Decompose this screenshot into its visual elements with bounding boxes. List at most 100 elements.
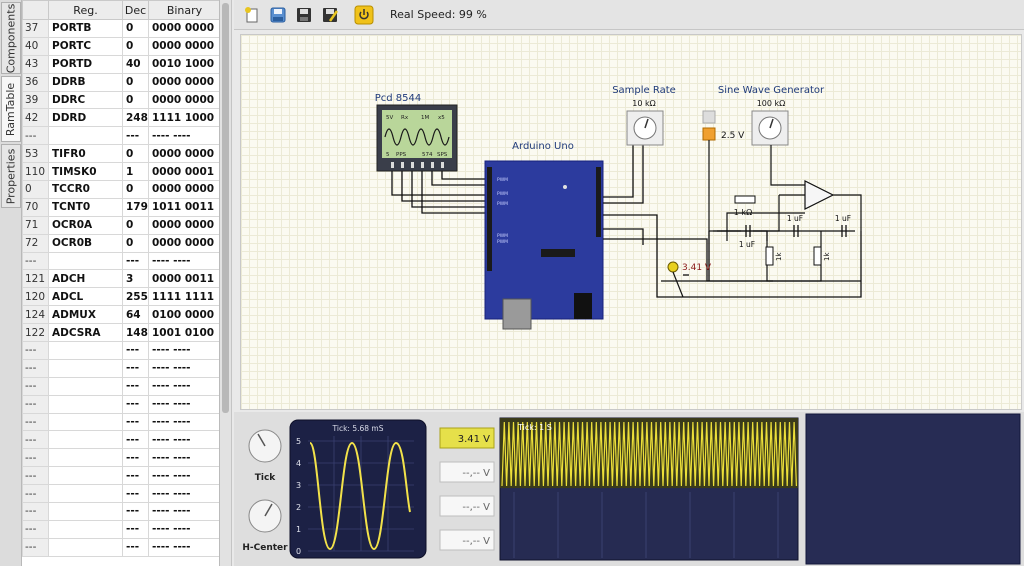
h-center-knob[interactable] bbox=[248, 499, 282, 533]
probe-reading-4-box[interactable] bbox=[439, 529, 495, 551]
probe-reading-1: 3.41 V bbox=[458, 434, 490, 445]
resistor-vertical-1[interactable] bbox=[765, 246, 774, 266]
ram-cell-dec: 0 bbox=[122, 215, 149, 235]
ram-cell-reg: DDRC bbox=[48, 90, 123, 110]
circuit-canvas[interactable]: Pcd 8544 5V Rx 1M x5 5 PPS 574 SPS Ardui… bbox=[240, 34, 1022, 410]
ram-cell-dec: --- bbox=[122, 537, 149, 557]
new-file-icon bbox=[245, 6, 258, 22]
ram-cell-dec: 248 bbox=[122, 108, 149, 128]
real-speed-label: Real Speed: 99 % bbox=[390, 8, 487, 21]
ram-table-row[interactable]: ---------- ---- bbox=[22, 466, 219, 486]
power-button[interactable] bbox=[354, 5, 374, 25]
ram-table-row[interactable]: ---------- ---- bbox=[22, 412, 219, 432]
lcd-bottom-0: 5 bbox=[386, 152, 390, 158]
ram-cell-address: 72 bbox=[22, 233, 49, 253]
ram-cell-dec: 255 bbox=[122, 287, 149, 307]
y-tick-3: 3 bbox=[296, 481, 301, 490]
ram-cell-binary: 0000 0000 bbox=[148, 19, 219, 38]
ram-table-row[interactable]: ---------- ---- bbox=[22, 537, 219, 557]
ram-table-row[interactable]: ---------- ---- bbox=[22, 394, 219, 414]
lcd-pcd8544[interactable]: 5V Rx 1M x5 5 PPS 574 SPS bbox=[376, 104, 458, 172]
ram-cell-dec: 179 bbox=[122, 197, 149, 217]
ram-cell-reg: ADCL bbox=[48, 287, 123, 307]
tab-components[interactable]: Components bbox=[1, 2, 21, 74]
col-header-address[interactable] bbox=[22, 0, 49, 20]
ram-cell-address: --- bbox=[22, 519, 49, 539]
save-as-button[interactable] bbox=[320, 5, 340, 25]
col-header-reg[interactable]: Reg. bbox=[48, 0, 123, 20]
probe-reading-3-box[interactable] bbox=[439, 495, 495, 517]
ram-cell-binary: ---- ---- bbox=[148, 430, 219, 450]
col-header-dec[interactable]: Dec bbox=[122, 0, 149, 20]
ram-table-row[interactable]: ---------- ---- bbox=[22, 251, 219, 271]
ram-cell-reg: DDRD bbox=[48, 108, 123, 128]
save-button[interactable] bbox=[294, 5, 314, 25]
ram-cell-address: --- bbox=[22, 376, 49, 396]
new-circuit-button[interactable] bbox=[242, 5, 262, 25]
ram-cell-reg: OCR0B bbox=[48, 233, 123, 253]
svg-text:PWM: PWM bbox=[497, 177, 508, 183]
open-button[interactable] bbox=[268, 5, 288, 25]
ram-table-row[interactable]: ---------- ---- bbox=[22, 502, 219, 521]
ram-table-row[interactable]: ---------- ---- bbox=[22, 376, 219, 396]
svg-text:PWM: PWM bbox=[497, 239, 508, 245]
extra-display-panel bbox=[805, 413, 1021, 565]
probe-reading-1-box[interactable] bbox=[439, 427, 495, 449]
resistor-vertical-2[interactable] bbox=[813, 246, 822, 266]
ram-table-scrollbar[interactable] bbox=[220, 0, 232, 566]
tab-properties[interactable]: Properties bbox=[1, 144, 21, 208]
ram-table-row[interactable]: ---------- ---- bbox=[22, 484, 219, 504]
lcd-top-2: 1M bbox=[421, 115, 429, 121]
ram-cell-address: 43 bbox=[22, 54, 49, 74]
ram-cell-address: --- bbox=[22, 430, 49, 450]
ram-cell-dec: --- bbox=[122, 430, 149, 450]
ram-cell-binary: ---- ---- bbox=[148, 341, 219, 360]
scrollbar-thumb[interactable] bbox=[222, 3, 229, 413]
ram-table-row[interactable]: ---------- ---- bbox=[22, 519, 219, 539]
ram-table-row[interactable]: ---------- ---- bbox=[22, 126, 219, 146]
side-tab-bar: Components RamTable Properties bbox=[0, 0, 22, 566]
ram-table-row[interactable]: ---------- ---- bbox=[22, 430, 219, 450]
op-amp[interactable] bbox=[804, 180, 835, 210]
lcd-top-3: x5 bbox=[438, 115, 445, 121]
ram-table-row[interactable]: ---------- ---- bbox=[22, 358, 219, 378]
probe-reading-2-box[interactable] bbox=[439, 461, 495, 483]
sample-rate-potentiometer[interactable] bbox=[626, 110, 664, 146]
ram-cell-reg bbox=[48, 448, 123, 468]
tick-knob[interactable] bbox=[248, 429, 282, 463]
lcd-waveform bbox=[384, 128, 450, 146]
col-header-binary[interactable]: Binary bbox=[148, 0, 219, 20]
ram-table-row[interactable]: ---------- ---- bbox=[22, 448, 219, 468]
resistor-1k[interactable] bbox=[734, 195, 756, 204]
ram-cell-address: --- bbox=[22, 412, 49, 432]
circuit-schematic[interactable]: Pcd 8544 5V Rx 1M x5 5 PPS 574 SPS Ardui… bbox=[241, 35, 1023, 411]
tab-ramtable[interactable]: RamTable bbox=[1, 76, 21, 142]
sine-generator-potentiometer[interactable] bbox=[751, 110, 789, 146]
ram-table-row[interactable]: ---------- ---- bbox=[22, 341, 219, 360]
ram-cell-reg: ADCSRA bbox=[48, 323, 123, 343]
ram-cell-address: --- bbox=[22, 358, 49, 378]
scope-screen[interactable] bbox=[289, 419, 427, 559]
voltage-probe[interactable] bbox=[667, 261, 679, 273]
capacitors[interactable] bbox=[745, 225, 847, 237]
ram-cell-reg: TIFR0 bbox=[48, 144, 123, 164]
ram-cell-address: --- bbox=[22, 126, 49, 146]
voltage-source-2v5[interactable] bbox=[702, 110, 716, 141]
